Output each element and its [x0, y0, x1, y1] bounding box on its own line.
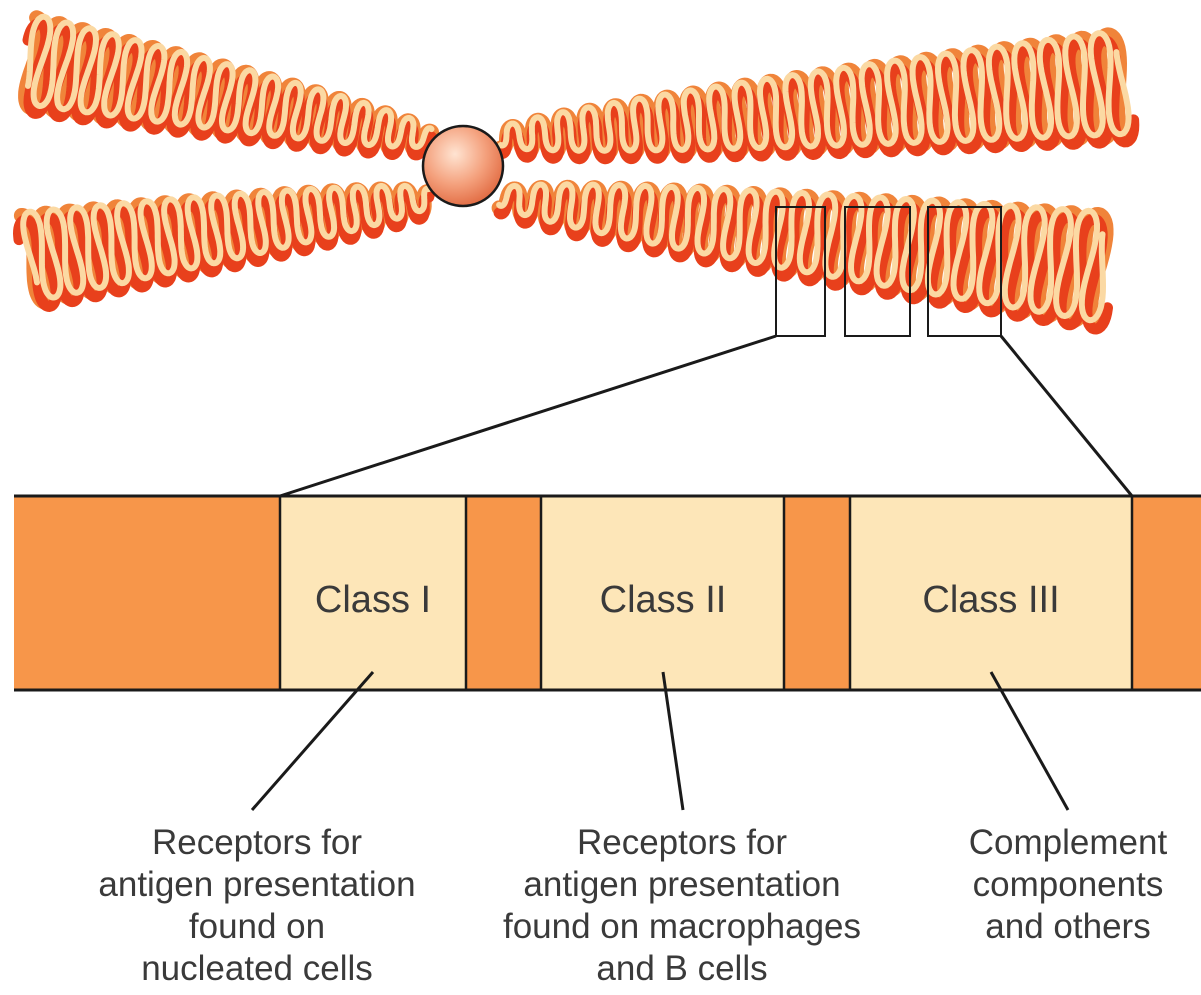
- caption-class-2: Receptors for antigen presentation found…: [462, 822, 902, 990]
- caption-class-1-line-4: nucleated cells: [47, 948, 467, 990]
- chromosome: [19, 17, 1134, 329]
- label-class-1: Class I: [315, 579, 431, 621]
- caption-class-1-line-1: Receptors for: [47, 822, 467, 864]
- chromatid-upper-right: [501, 33, 1134, 159]
- band-segment-orange-4: [1132, 496, 1201, 690]
- caption-class-2-line-2: antigen presentation: [462, 864, 902, 906]
- caption-class-3-line-2: components: [936, 864, 1200, 906]
- band-segment-orange-2: [466, 496, 541, 690]
- leader-line-class-1: [252, 672, 373, 810]
- zoom-line-right: [1001, 336, 1132, 496]
- caption-class-3-line-1: Complement: [936, 822, 1200, 864]
- chromatid-lower-left: [19, 186, 429, 307]
- leader-lines: [252, 672, 1068, 810]
- caption-class-2-line-3: found on macrophages: [462, 906, 902, 948]
- chromatid-upper-left: [26, 17, 432, 155]
- label-class-3: Class III: [922, 579, 1059, 621]
- leader-line-class-3: [991, 672, 1068, 810]
- caption-class-3-line-3: and others: [936, 906, 1200, 948]
- caption-class-3: Complement components and others: [936, 822, 1200, 948]
- region-labels: Class I Class II Class III: [315, 579, 1060, 621]
- label-class-2: Class II: [600, 579, 727, 621]
- centromere: [423, 126, 503, 206]
- band-segment-orange-3: [784, 496, 850, 690]
- caption-class-2-line-1: Receptors for: [462, 822, 902, 864]
- leader-line-class-2: [663, 672, 683, 810]
- caption-class-1-line-3: found on: [47, 906, 467, 948]
- zoom-line-left: [280, 336, 776, 496]
- caption-class-1: Receptors for antigen presentation found…: [47, 822, 467, 990]
- caption-class-1-line-2: antigen presentation: [47, 864, 467, 906]
- zoom-lines: [280, 336, 1132, 496]
- band-segment-orange-1: [14, 496, 280, 690]
- caption-class-2-line-4: and B cells: [462, 948, 902, 990]
